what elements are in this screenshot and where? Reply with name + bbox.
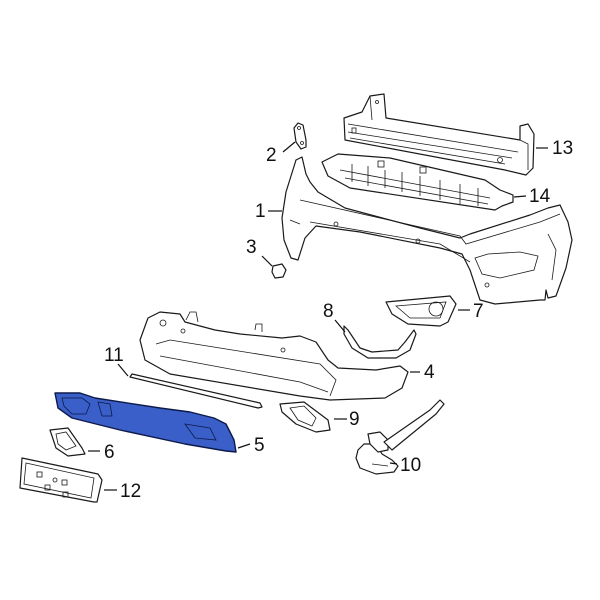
callout-11[interactable]: 11	[104, 345, 124, 366]
callout-3[interactable]: 3	[246, 237, 257, 258]
callout-5[interactable]: 5	[254, 435, 265, 456]
part-14-energy-absorber[interactable]	[321, 153, 514, 211]
part-1-bumper-cover[interactable]	[281, 156, 573, 305]
part-11-molding-strip[interactable]	[129, 373, 263, 409]
callout-2[interactable]: 2	[266, 145, 277, 166]
part-3-cap[interactable]	[271, 263, 287, 279]
callout-14[interactable]: 14	[529, 186, 551, 207]
part-8-trim-molding[interactable]	[343, 325, 417, 359]
part-2-bracket[interactable]	[293, 122, 307, 150]
part-12-license-bracket[interactable]	[19, 457, 103, 503]
callout-1[interactable]: 1	[255, 201, 266, 222]
part-4-lower-cover[interactable]	[139, 311, 409, 401]
callout-8[interactable]: 8	[323, 301, 334, 322]
callout-13[interactable]: 13	[552, 138, 574, 159]
callout-7[interactable]: 7	[473, 301, 484, 322]
callout-4[interactable]: 4	[424, 362, 435, 383]
part-5-lower-valance-highlighted[interactable]	[54, 392, 237, 453]
part-7-fog-bezel-right[interactable]	[385, 295, 457, 327]
part-9-tow-bezel[interactable]	[279, 401, 331, 433]
callout-12[interactable]: 12	[120, 481, 142, 502]
callout-6[interactable]: 6	[104, 442, 115, 463]
callout-arrows	[88, 141, 548, 491]
part-6-fog-bezel-left[interactable]	[49, 427, 86, 457]
part-13-impact-bar[interactable]	[343, 93, 535, 176]
callout-10[interactable]: 10	[400, 455, 422, 476]
callout-9[interactable]: 9	[349, 409, 360, 430]
part-10-tow-hook[interactable]	[355, 399, 445, 475]
